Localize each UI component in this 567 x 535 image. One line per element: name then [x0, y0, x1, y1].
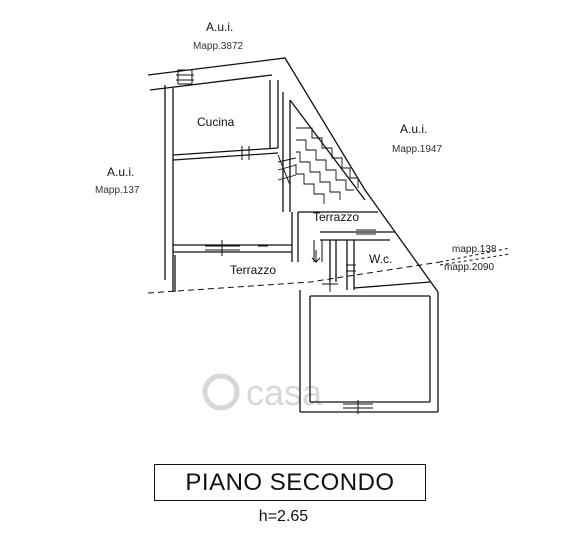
openings	[176, 69, 376, 414]
walls	[147, 57, 439, 413]
boundary-label-2: mapp.2090	[444, 262, 494, 273]
watermark-text: casa	[246, 372, 323, 413]
room-cucina: Cucina	[197, 115, 235, 129]
neighbor-top-mapp: Mapp.3872	[193, 41, 243, 52]
neighbor-top-name: A.u.i.	[206, 20, 233, 34]
neighbor-left-mapp: Mapp.137	[95, 185, 140, 196]
room-wc: W.c.	[369, 252, 392, 266]
boundary-label-1: mapp.138	[452, 244, 497, 255]
floor-plan-drawing: casa	[95, 20, 511, 414]
boundary-lines	[147, 247, 511, 294]
room-terrazzo-lower: Terrazzo	[230, 263, 276, 277]
plan-title: PIANO SECONDO	[154, 464, 426, 501]
neighbor-right-mapp: Mapp.1947	[392, 144, 442, 155]
ceiling-height: h=2.65	[258, 508, 309, 525]
room-terrazzo-upper: Terrazzo	[313, 210, 359, 224]
neighbor-right-name: A.u.i.	[400, 122, 427, 136]
watermark: casa	[202, 372, 323, 413]
neighbor-left-name: A.u.i.	[107, 165, 134, 179]
